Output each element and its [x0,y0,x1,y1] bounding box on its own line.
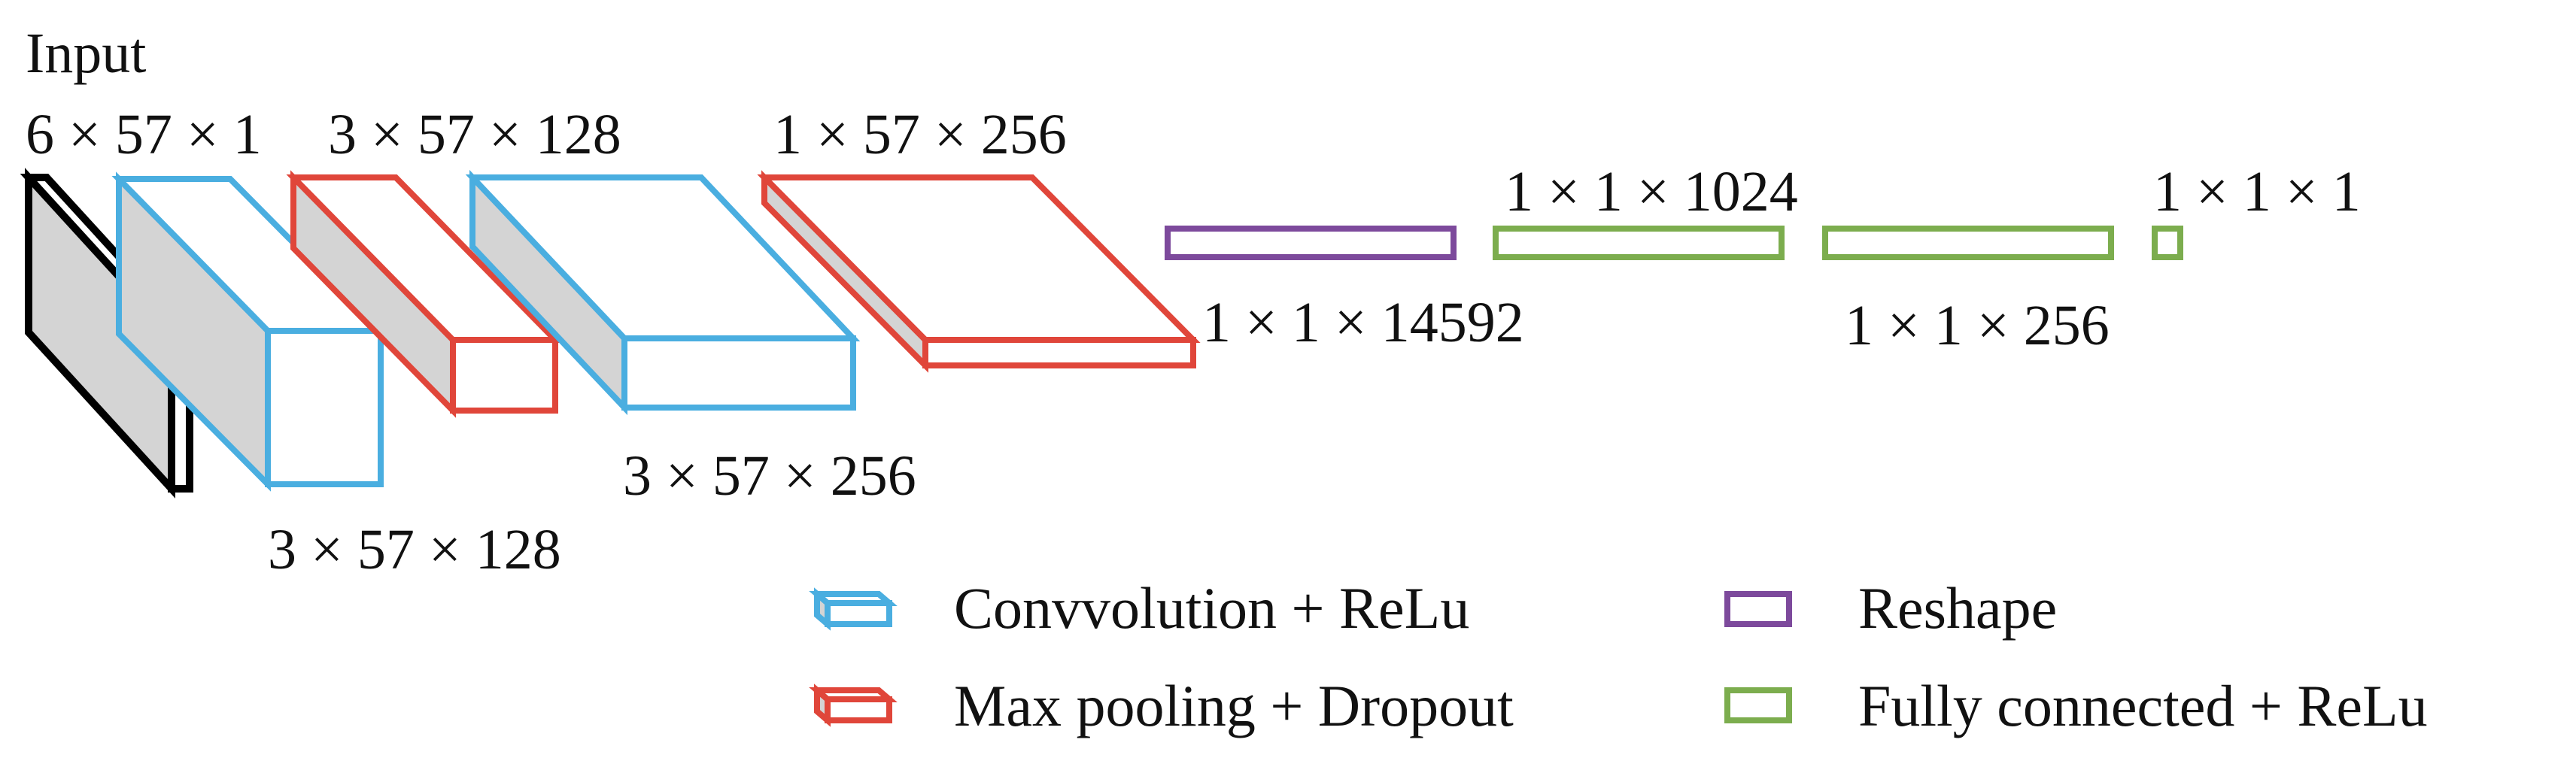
fc2-bar [1822,226,2114,260]
pool2-block [757,170,1201,373]
conv1-dim-label: 3 × 57 × 128 [268,518,561,581]
fc2-dim-label: 1 × 1 × 256 [1845,294,2110,357]
pool2-dim-label: 1 × 57 × 256 [773,103,1067,166]
output-dim-label: 1 × 1 × 1 [2153,160,2361,223]
legend-pool: Max pooling + Dropout [809,673,1514,738]
fc1-bar [1493,226,1785,260]
reshape-dim-label: 1 × 1 × 14592 [1202,291,1524,354]
conv2-block [465,169,861,416]
legend-reshape-swatch [1724,591,1792,627]
input-dim-label: 6 × 57 × 1 [26,103,262,166]
legend-fc-swatch [1724,687,1792,723]
legend-reshape: Reshape [1724,575,2057,641]
conv2-dim-label: 3 × 57 × 256 [623,444,916,508]
legend-conv: Convvolution + ReLu [809,575,1469,641]
output-bar [2152,226,2183,260]
reshape-bar [1165,226,1457,260]
legend-fc: Fully connected + ReLu [1724,673,2428,738]
pool1-block [286,170,563,418]
pool2-block-front [922,337,1196,368]
pool1-dim-label: 3 × 57 × 128 [328,103,621,166]
conv1-block-front [265,328,384,487]
fc1-dim-label: 1 × 1 × 1024 [1505,160,1798,223]
legend-reshape-label: Reshape [1858,575,2057,641]
legend-conv-label: Convvolution + ReLu [954,575,1469,641]
input-title: Input [26,22,146,85]
conv1-block [111,171,388,492]
legend-pool-swatch [809,684,898,727]
legend-fc-label: Fully connected + ReLu [1858,673,2428,738]
legend: Convvolution + ReLu Max pooling + Dropou… [809,575,2428,738]
pool1-block-front [450,337,558,414]
legend-pool-label: Max pooling + Dropout [954,673,1514,738]
legend-conv-swatch [809,587,898,631]
conv2-block-front [621,335,856,411]
